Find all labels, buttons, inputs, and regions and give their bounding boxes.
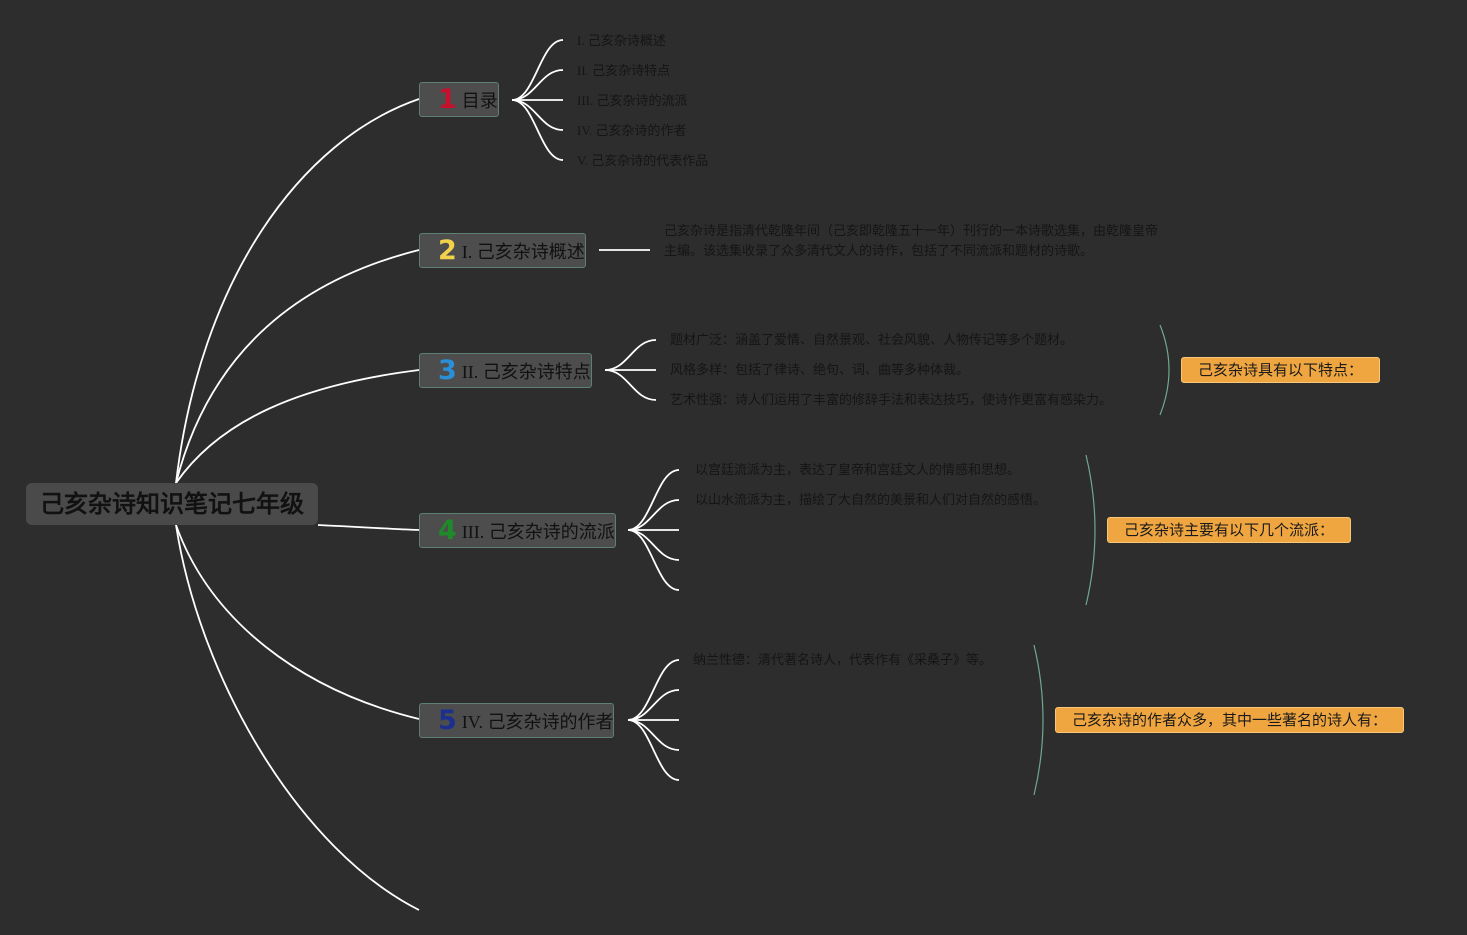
school-item[interactable]: 以山水流派为主，描绘了大自然的美景和人们对自然的感悟。 <box>695 493 1047 508</box>
branch-label: IV. 己亥杂诗的作者 <box>461 711 614 732</box>
features-summary[interactable]: 己亥杂诗具有以下特点： <box>1181 357 1381 383</box>
toc-item[interactable]: I. 己亥杂诗概述 <box>577 33 666 48</box>
branch-number: 3 <box>438 355 457 386</box>
link-root-b4 <box>317 524 420 531</box>
branch-overview[interactable]: 2 I. 己亥杂诗概述 <box>419 233 586 268</box>
link-root-b3 <box>175 369 420 484</box>
branch-label: I. 己亥杂诗概述 <box>461 241 585 262</box>
author-item[interactable]: 纳兰性德：清代著名诗人，代表作有《采桑子》等。 <box>693 653 993 668</box>
overview-text[interactable]: 己亥杂诗是指清代乾隆年间（己亥即乾隆五十一年）刊行的一本诗歌选集，由乾隆皇帝主编… <box>664 224 1159 259</box>
root-topic[interactable]: 己亥杂诗知识笔记七年级 <box>26 483 318 525</box>
toc-item[interactable]: V. 己亥杂诗的代表作品 <box>577 153 709 168</box>
brace-features <box>1159 324 1170 416</box>
feature-item[interactable]: 艺术性强：诗人们运用了丰富的修辞手法和表达技巧，使诗作更富有感染力。 <box>670 393 1113 408</box>
feature-item[interactable]: 风格多样：包括了律诗、绝句、词、曲等多种体裁。 <box>670 363 970 378</box>
toc-item[interactable]: II. 己亥杂诗特点 <box>577 63 671 78</box>
branch-toc[interactable]: 1 目录 <box>419 82 499 117</box>
link-root-b5 <box>175 524 420 720</box>
branch-label: 目录 <box>461 90 498 111</box>
branch-number: 5 <box>438 705 457 736</box>
branch-authors[interactable]: 5 IV. 己亥杂诗的作者 <box>419 703 615 738</box>
toc-item[interactable]: III. 己亥杂诗的流派 <box>577 93 688 108</box>
authors-summary[interactable]: 己亥杂诗的作者众多，其中一些著名的诗人有： <box>1055 707 1405 733</box>
brace-authors <box>1033 644 1044 796</box>
link-root-b1 <box>175 98 420 484</box>
branch-features[interactable]: 3 II. 己亥杂诗特点 <box>419 353 592 388</box>
branch-number: 4 <box>438 515 457 546</box>
schools-summary[interactable]: 己亥杂诗主要有以下几个流派： <box>1107 517 1352 543</box>
branch-schools[interactable]: 4 III. 己亥杂诗的流派 <box>419 513 616 548</box>
branch-label: II. 己亥杂诗特点 <box>461 361 591 382</box>
toc-item[interactable]: IV. 己亥杂诗的作者 <box>577 123 687 138</box>
branch-number: 1 <box>438 84 457 115</box>
feature-item[interactable]: 题材广泛：涵盖了爱情、自然景观、社会风貌、人物传记等多个题材。 <box>670 333 1074 348</box>
link-root-b2 <box>175 249 420 484</box>
link-root-b6 <box>175 524 420 911</box>
branch-number: 2 <box>438 235 457 266</box>
brace-schools <box>1085 454 1096 606</box>
branch-label: III. 己亥杂诗的流派 <box>461 521 615 542</box>
school-item[interactable]: 以宫廷流派为主，表达了皇帝和宫廷文人的情感和思想。 <box>695 463 1021 478</box>
